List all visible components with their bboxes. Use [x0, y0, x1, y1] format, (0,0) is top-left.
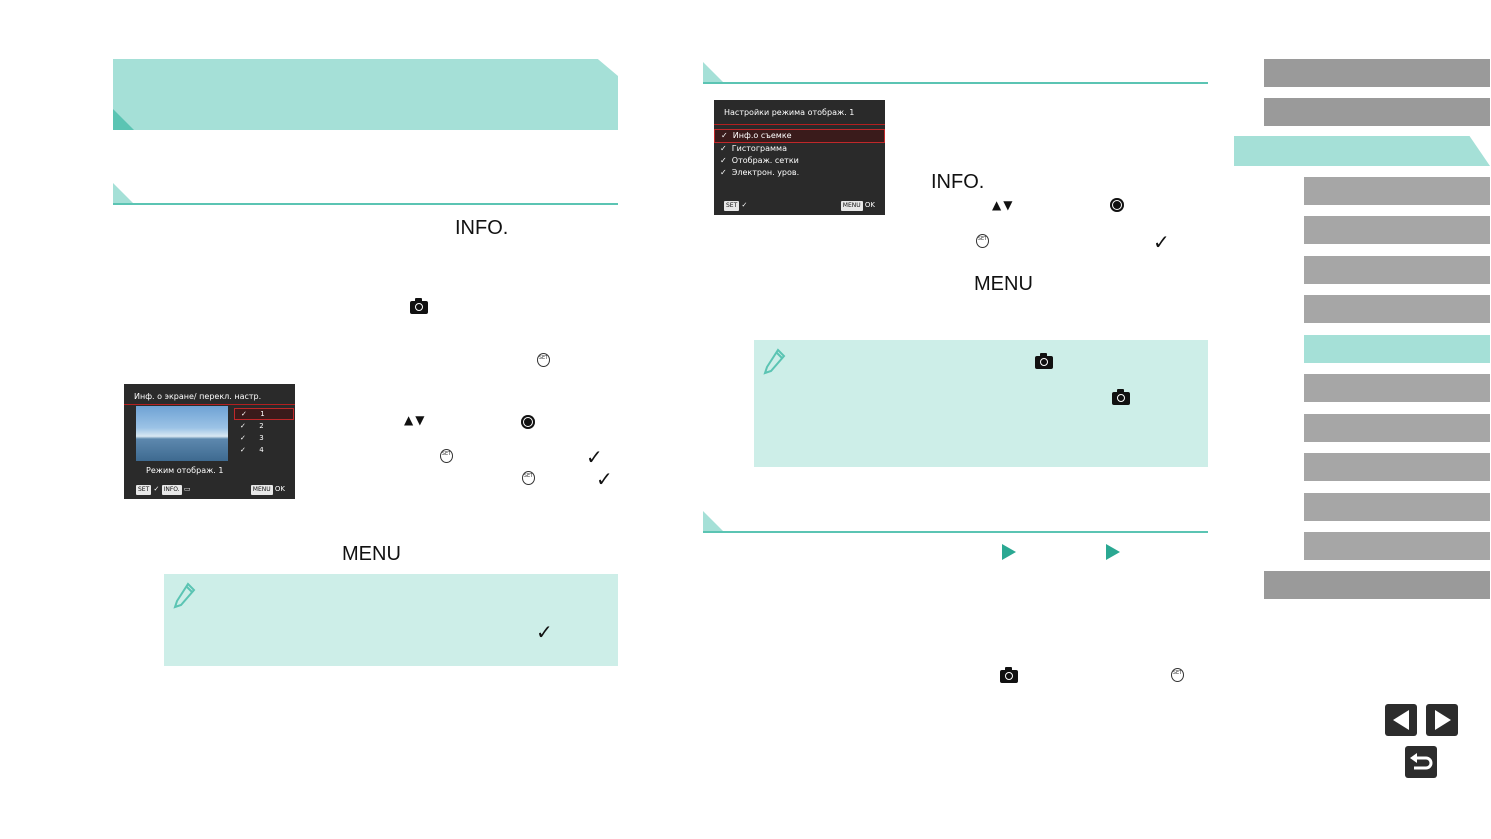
set-button-icon: SET	[440, 449, 453, 463]
nav-item-active-chapter[interactable]	[1234, 136, 1490, 166]
set-button-icon: SET	[1171, 668, 1184, 682]
checkmark-icon: ✓	[1153, 230, 1170, 254]
nav-subitem[interactable]	[1304, 216, 1490, 244]
settings-row: ✓ Гистограмма	[720, 144, 787, 153]
info-button-icon: INFO.	[931, 171, 985, 193]
nav-subitem[interactable]	[1304, 453, 1490, 481]
prev-page-icon	[1393, 710, 1409, 730]
camera-icon	[1035, 353, 1053, 369]
menu-button-icon: MENU	[974, 273, 1033, 295]
checkmark-icon: ✓	[536, 620, 553, 644]
nav-subitem[interactable]	[1304, 177, 1490, 205]
control-dial-icon	[521, 415, 535, 429]
nav-subitem[interactable]	[1304, 374, 1490, 402]
nav-subitem[interactable]	[1304, 493, 1490, 521]
section-header-left	[113, 183, 618, 205]
screen-title: Настройки режима отображ. 1	[724, 108, 855, 117]
checkmark-icon: ✓	[596, 467, 613, 491]
nav-item[interactable]	[1264, 98, 1490, 126]
set-button-icon: SET	[522, 471, 535, 485]
up-down-arrows-icon: ▲▼	[404, 413, 427, 427]
control-dial-icon	[1110, 198, 1124, 212]
return-button[interactable]	[1405, 746, 1437, 778]
note-box: ✓	[164, 574, 618, 666]
nav-item[interactable]	[1264, 59, 1490, 87]
up-down-arrows-icon: ▲▼	[992, 198, 1015, 212]
option-row: ✓ 3	[240, 434, 264, 442]
camera-icon	[1112, 389, 1130, 405]
screen-title: Инф. о экране/ перекл. настр.	[134, 392, 262, 401]
note-box	[754, 340, 1208, 467]
pencil-note-icon	[763, 348, 786, 375]
option-row: ✓ 2	[240, 422, 264, 430]
settings-row: ✓ Инф.о съемке	[714, 129, 885, 143]
playback-icon	[1106, 544, 1120, 560]
next-page-button[interactable]	[1426, 704, 1458, 736]
nav-subitem[interactable]	[1304, 295, 1490, 323]
menu-button-icon: MENU	[342, 543, 401, 565]
screen-caption: Режим отображ. 1	[146, 466, 224, 475]
prev-page-button[interactable]	[1385, 704, 1417, 736]
nav-subitem-active[interactable]	[1304, 335, 1490, 363]
camera-icon	[410, 298, 428, 314]
set-button-icon: SET	[537, 353, 550, 367]
info-button-icon: INFO.	[455, 217, 509, 239]
camera-screen-display-settings: Настройки режима отображ. 1 ✓ Инф.о съем…	[714, 100, 885, 215]
nav-subitem[interactable]	[1304, 532, 1490, 560]
nav-subitem[interactable]	[1304, 256, 1490, 284]
nav-subitem[interactable]	[1304, 414, 1490, 442]
option-row: ✓ 1	[234, 408, 294, 420]
option-row: ✓ 4	[240, 446, 264, 454]
page-title-band	[113, 59, 618, 130]
section-header-right-bottom	[703, 511, 1208, 533]
next-page-icon	[1435, 710, 1451, 730]
section-header-right-top	[703, 62, 1208, 84]
return-icon	[1410, 753, 1433, 770]
playback-icon	[1002, 544, 1016, 560]
preview-image	[136, 406, 228, 461]
checkmark-icon: ✓	[586, 445, 603, 469]
set-button-icon: SET	[976, 234, 989, 248]
camera-screen-custom-display: Инф. о экране/ перекл. настр. ✓ 1 ✓ 2 ✓ …	[124, 384, 295, 499]
pencil-note-icon	[173, 582, 196, 609]
camera-icon	[1000, 667, 1018, 683]
settings-row: ✓ Отображ. сетки	[720, 156, 799, 165]
settings-row: ✓ Электрон. уров.	[720, 168, 800, 177]
nav-item[interactable]	[1264, 571, 1490, 599]
